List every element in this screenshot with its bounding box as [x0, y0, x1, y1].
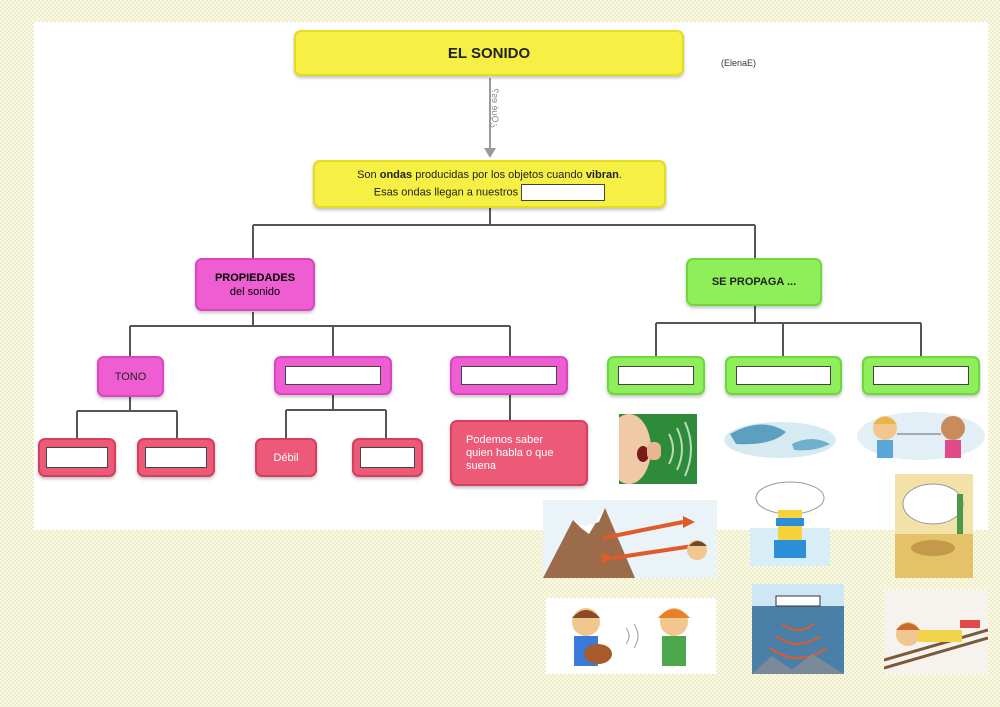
propaga-box: SE PROPAGA ...: [686, 258, 822, 306]
kids-string-phone-image: [855, 404, 987, 464]
tone-box-1: [38, 438, 116, 477]
answer-field-ears[interactable]: [521, 183, 606, 201]
definition-line-1: Son ondas producidas por los objetos cua…: [357, 168, 622, 181]
timbre-description: Podemos saber quien habla o que suena: [466, 433, 554, 472]
intensity-box-2: [352, 438, 423, 477]
tono-label: TONO: [114, 370, 147, 383]
timbre-description-box: Podemos saber quien habla o que suena: [450, 420, 588, 486]
intensity-box: [274, 356, 392, 395]
debil-box: Débil: [255, 438, 317, 477]
tone-box-2: [137, 438, 215, 477]
answer-field-medio-3[interactable]: [873, 366, 969, 385]
definition-line-2: Esas ondas llegan a nuestros: [374, 183, 606, 201]
author-credit: (ElenaE): [721, 58, 757, 68]
timbre-box: [450, 356, 568, 395]
answer-field-intensidad[interactable]: [285, 366, 381, 385]
answer-field-medio-2[interactable]: [736, 366, 831, 385]
answer-field-fuerte[interactable]: [360, 447, 415, 468]
debil-label: Débil: [273, 451, 299, 464]
cowboy-ground-image: [895, 474, 973, 578]
medium-box-1: [607, 356, 705, 395]
ear-on-rail-image: [884, 590, 988, 674]
whales-image: [722, 406, 838, 462]
bart-underwater-image: [750, 478, 830, 566]
answer-field-agudo[interactable]: [46, 447, 108, 468]
page-title: EL SONIDO: [447, 44, 531, 62]
definition-box: Son ondas producidas por los objetos cua…: [313, 160, 666, 208]
shouting-person-image: [619, 414, 697, 484]
properties-label: PROPIEDADES: [214, 271, 296, 284]
mountain-echo-image: [543, 500, 717, 578]
medium-box-2: [725, 356, 842, 395]
answer-field-grave[interactable]: [145, 447, 207, 468]
ship-sonar-image: [752, 584, 844, 674]
answer-field-medio-1[interactable]: [618, 366, 694, 385]
guitar-kids-image: [546, 598, 716, 674]
tono-box: TONO: [97, 356, 164, 397]
medium-box-3: [862, 356, 980, 395]
propaga-label: SE PROPAGA ...: [711, 276, 797, 288]
properties-sublabel: del sonido: [229, 285, 281, 298]
title-box: EL SONIDO: [294, 30, 684, 76]
answer-field-timbre[interactable]: [461, 366, 557, 385]
properties-box: PROPIEDADES del sonido: [195, 258, 315, 311]
arrow-label: ¿Qué es?: [490, 88, 500, 128]
